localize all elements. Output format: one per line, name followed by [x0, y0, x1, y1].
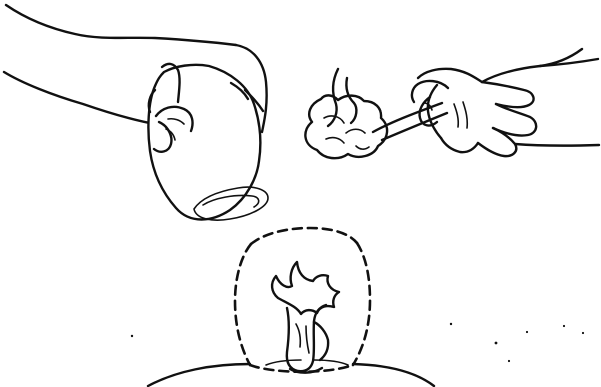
left-hand-with-cup [4, 5, 268, 220]
smoke-puff [305, 69, 387, 158]
table-surface [148, 360, 434, 386]
right-hand-with-match [373, 49, 599, 156]
background-dots [131, 323, 584, 362]
dashed-glass-outline [235, 228, 370, 372]
candle-flame-plant [272, 262, 339, 373]
